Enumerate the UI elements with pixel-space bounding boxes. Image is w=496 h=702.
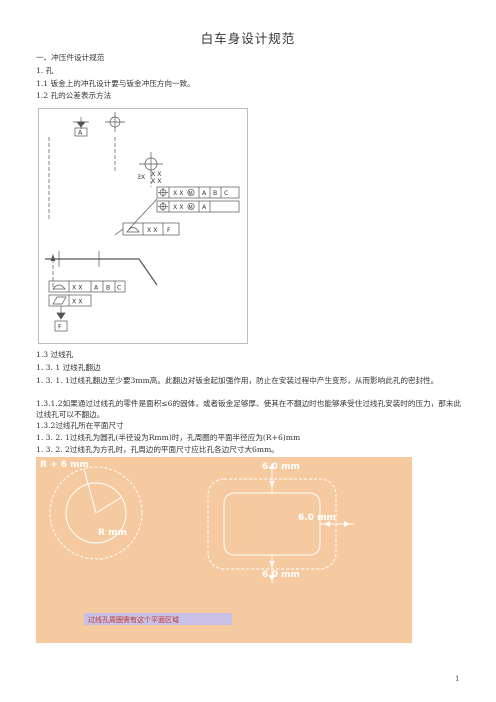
tolerance-xx-top: X X <box>151 171 162 178</box>
para-1-3-2-2: 1. 3. 2. 2过线孔为方孔时，孔周边的平面尺寸应比孔各边尺寸大6mm。 <box>36 445 279 454</box>
datum-f-label: F <box>58 324 62 331</box>
label-bottom-6mm: 6.0 mm <box>262 570 300 580</box>
label-r: R mm <box>98 528 127 538</box>
fcf1-datum-a: A <box>202 190 207 197</box>
para-1-2: 1.2 孔的公差表示方法 <box>36 91 112 100</box>
heading-holes: 1. 孔 <box>36 66 54 75</box>
heading-1-3-2: 1.3.2过线孔所在平面尺寸 <box>36 421 124 430</box>
tolerance-xx-bottom: X X <box>151 178 162 185</box>
para-1-3-2-1: 1. 3. 2. 1过线孔为圆孔(半径设为Rmm)时，孔周圈的平面半径应为(R+… <box>36 433 301 442</box>
fcf1-modifier: M <box>189 191 193 197</box>
fcf2-value: X X <box>173 204 184 211</box>
figure-caption: 过线孔周圈需有这个平面区域 <box>88 615 179 624</box>
fcf1-datum-c: C <box>224 190 228 197</box>
para-1-1: 1.1 钣金上的冲孔设计要与钣金冲压方向一致。 <box>36 79 195 88</box>
document-title: 白车身设计规范 <box>200 31 296 46</box>
wire-hole-figure-svg: R + 6 mm R mm 6.0 mm 6.0 mm 6.0 mm 过线孔周圈… <box>40 460 354 625</box>
datum-a-label: A <box>78 130 83 137</box>
fcf1-datum-b: B <box>213 190 217 197</box>
label-top-6mm: 6.0 mm <box>262 462 300 472</box>
lower-fcf-datum-b: B <box>106 285 110 292</box>
lower-fcf-datum-a: A <box>94 285 99 292</box>
lower-fcf-value: X X <box>72 285 83 292</box>
label-right-6mm: 6.0 mm <box>298 513 336 523</box>
heading-1-3: 1.3 过线孔 <box>36 350 74 359</box>
fcf1-value: X X <box>173 190 184 197</box>
page-number: 1 <box>455 675 460 683</box>
profile-datum-f: F <box>167 227 171 234</box>
caption-background <box>84 613 232 625</box>
quantity-label: 3X <box>137 174 146 181</box>
flatness-value: X X <box>72 299 83 306</box>
heading-1-3-1: 1. 3. 1 过线孔翻边 <box>36 363 101 372</box>
label-r-plus-6: R + 6 mm <box>40 460 89 470</box>
tolerance-diagram: A 3X X X X X X X M A B C X X M A X X F X… <box>38 108 248 344</box>
fcf2-modifier: M <box>189 205 193 211</box>
para-1-3-1-1: 1. 3. 1. 1过线孔翻边至少要3mm高。此翻边对钣金起加强作用，防止在安装… <box>36 376 439 385</box>
section-heading-stamping: 一、冲压件设计规范 <box>36 53 105 62</box>
profile-value: X X <box>147 227 158 234</box>
tolerance-diagram-svg: A 3X X X X X X X M A B C X X M A X X F X… <box>45 112 240 332</box>
lower-fcf-datum-c: C <box>117 285 121 292</box>
fcf2-datum-a: A <box>202 204 207 211</box>
para-1-3-1-2: 1.3.1.2如果通过过线孔的零件是面积≤6的固体，或者钣金足够厚、使其在不翻边… <box>36 399 462 419</box>
wire-hole-flat-area-figure: R + 6 mm R mm 6.0 mm 6.0 mm 6.0 mm 过线孔周圈… <box>36 457 412 643</box>
